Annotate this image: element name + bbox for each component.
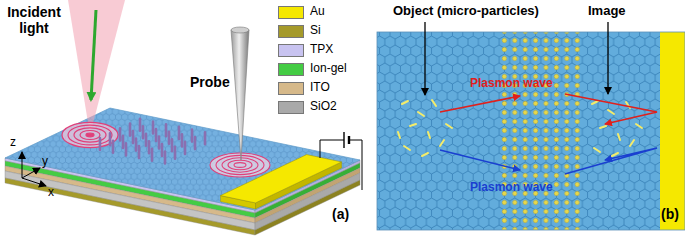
legend-swatch: [278, 44, 304, 57]
legend-swatch: [278, 25, 304, 38]
legend-text: SiO2: [310, 100, 337, 114]
legend-text: Si: [310, 24, 321, 38]
panel-label: (a): [332, 206, 349, 222]
axis-label: z: [10, 136, 16, 150]
probe-label: Probe: [190, 74, 230, 90]
axis-label: x: [48, 186, 54, 200]
image-label: Image: [588, 4, 626, 19]
wave-label: Plasmon wave: [470, 77, 553, 91]
legend-text: TPX: [310, 43, 333, 57]
axis-label: y: [42, 155, 48, 169]
object-label: Object (micro-particles): [393, 4, 539, 19]
legend-text: ITO: [310, 81, 330, 95]
legend-text: Au: [310, 5, 325, 19]
legend-swatch: [278, 82, 304, 95]
legend-text: Ion-gel: [310, 62, 347, 76]
legend-swatch: [278, 101, 304, 114]
legend-swatch: [278, 63, 304, 76]
legend-swatch: [278, 6, 304, 19]
light-label: Incident light: [2, 4, 66, 36]
panel-label: (b): [661, 206, 679, 222]
wave-label: Plasmon wave: [470, 181, 553, 195]
